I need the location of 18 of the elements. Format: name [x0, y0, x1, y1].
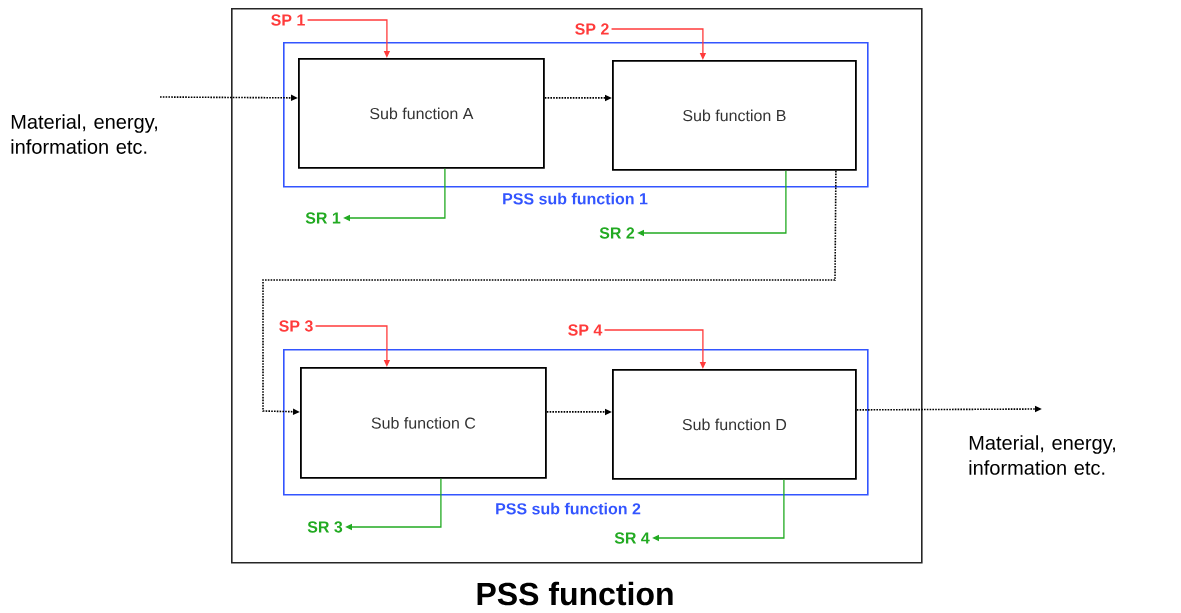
output-label: SR 3 — [307, 521, 343, 533]
input-label: SP 2 — [575, 23, 609, 35]
output-label: SR 1 — [305, 212, 341, 224]
node-label: PSS sub function 2 — [496, 502, 641, 515]
output-label: SR 2 — [599, 227, 635, 239]
process-box: Sub function A — [298, 58, 545, 169]
process-box: Sub function D — [612, 369, 857, 480]
node-label: PSS function — [477, 581, 673, 606]
input-label: SP 3 — [279, 320, 313, 332]
flow-text: Material, energy, information etc. — [11, 114, 157, 154]
arrow — [262, 170, 837, 415]
input-label: SP 4 — [568, 324, 603, 336]
flow-text: Material, energy, information etc. — [969, 435, 1115, 475]
node-label: PSS sub function 1 — [503, 192, 648, 205]
input-label: SP 1 — [271, 14, 305, 26]
output-label: SR 4 — [614, 532, 650, 544]
process-box: Sub function C — [300, 367, 547, 479]
process-box: Sub function B — [612, 60, 857, 171]
